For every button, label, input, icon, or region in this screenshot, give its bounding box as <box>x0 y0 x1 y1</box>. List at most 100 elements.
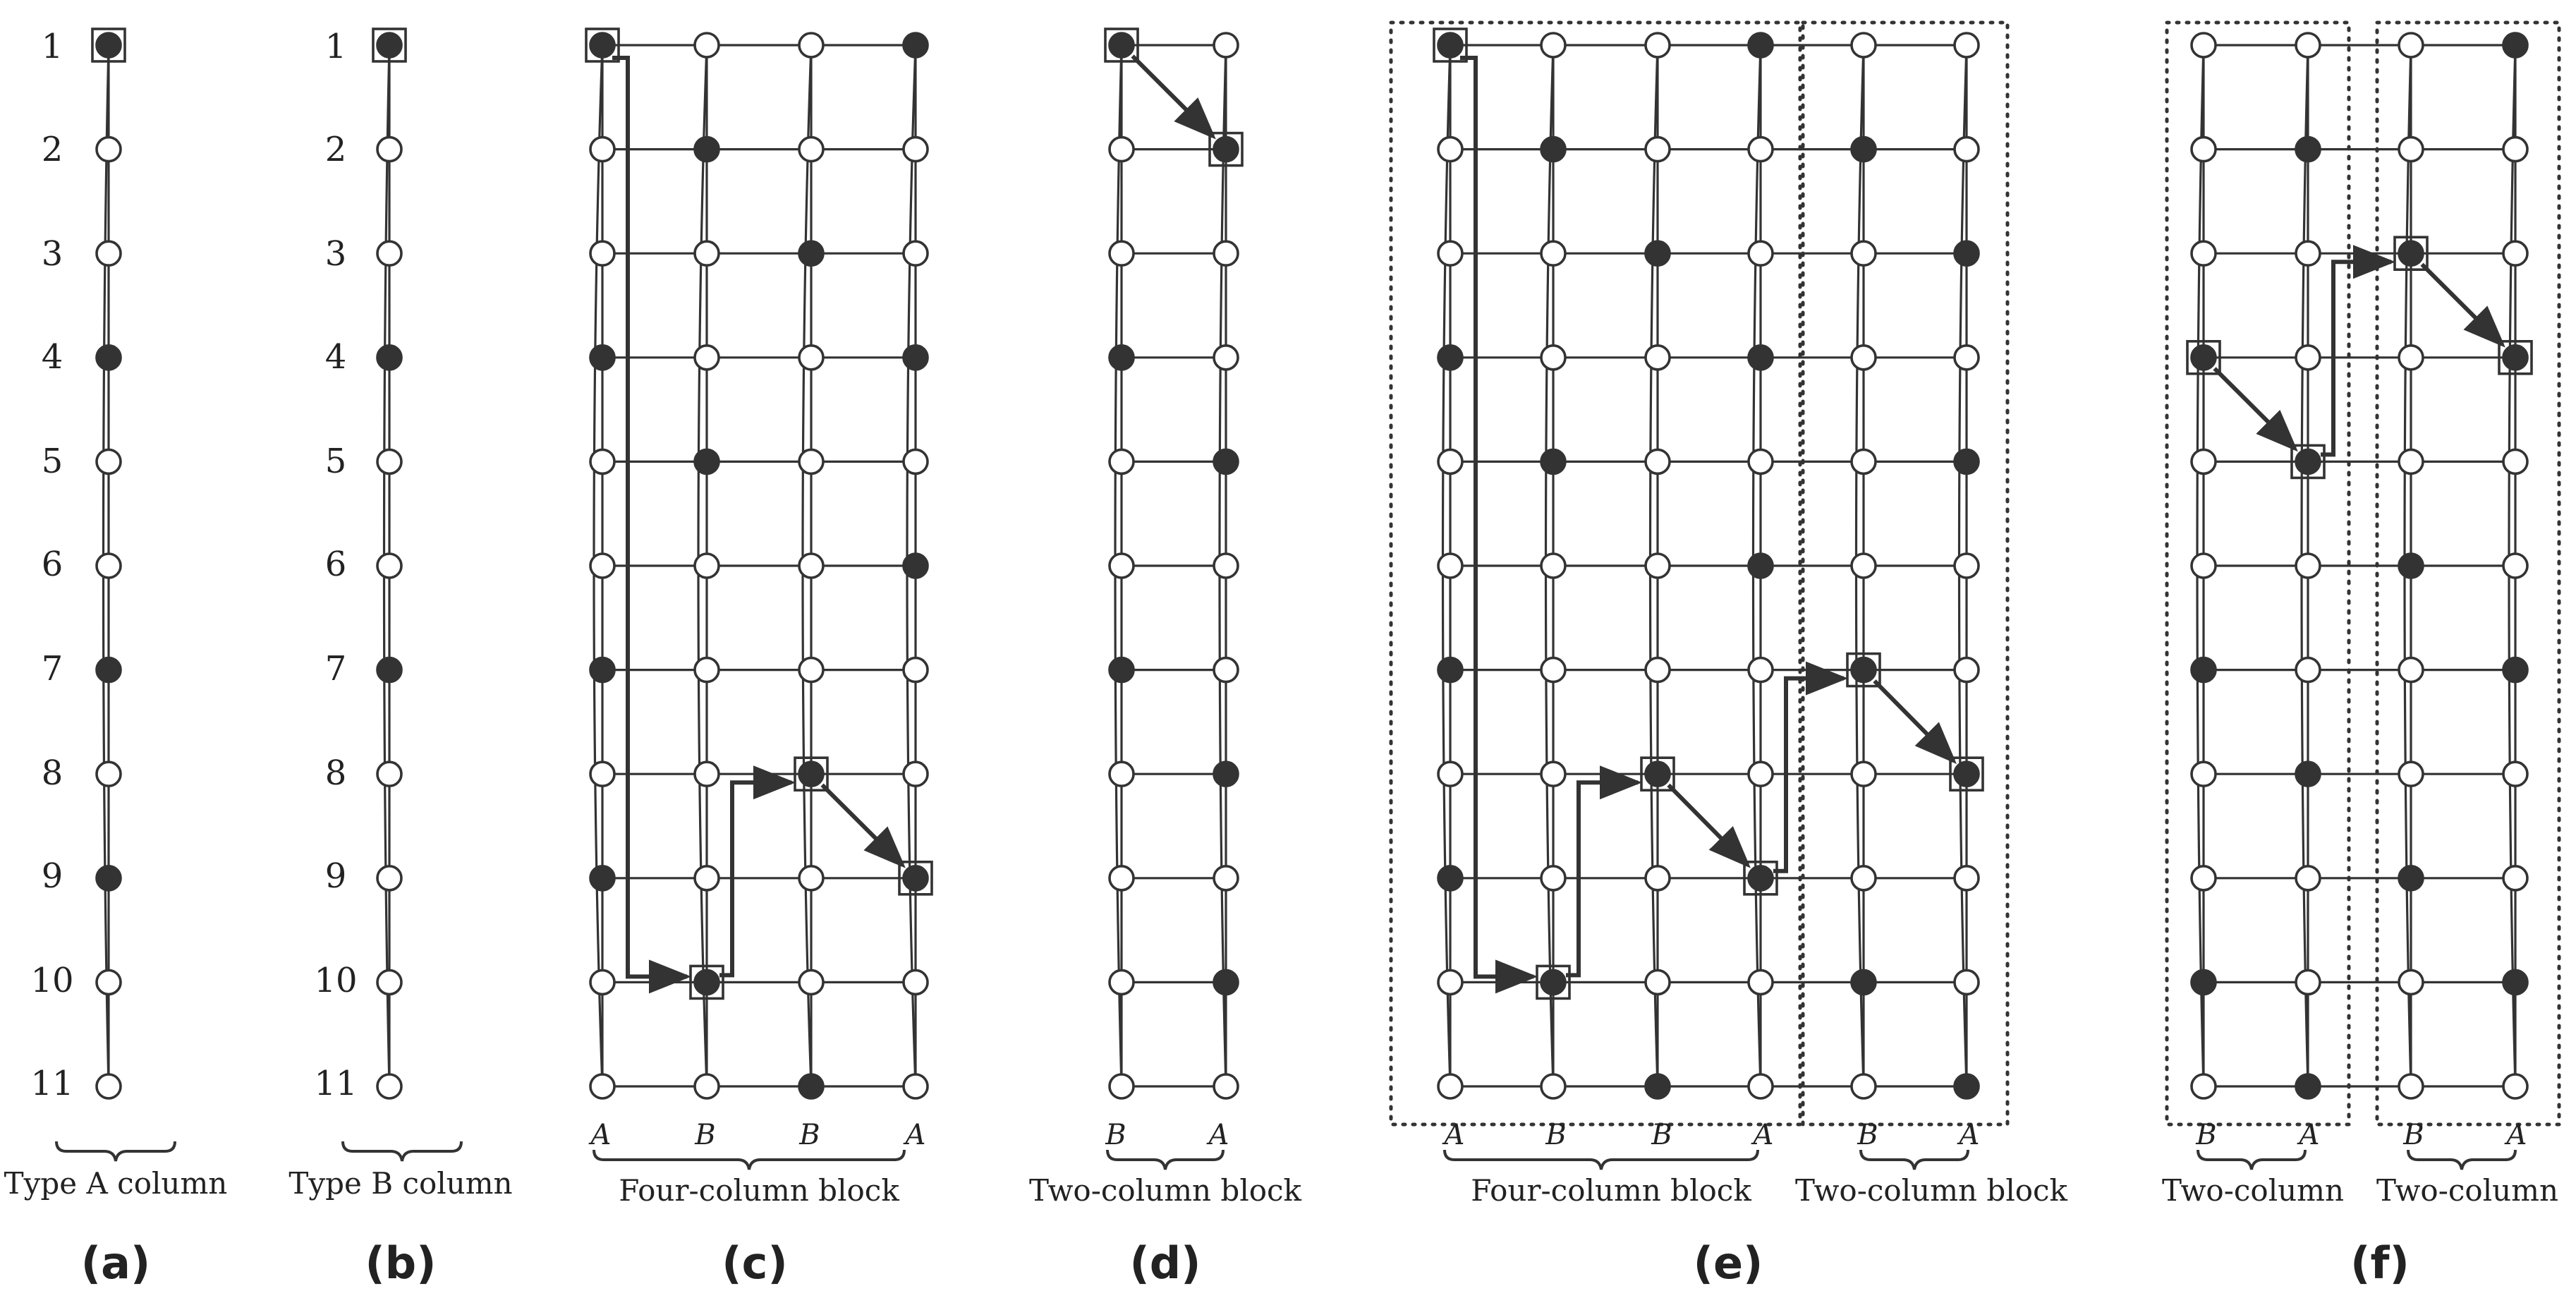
open-node <box>589 240 616 267</box>
open-node <box>2398 32 2424 59</box>
open-node <box>798 344 825 371</box>
panel-label-a: (a) <box>81 1237 151 1289</box>
column-type-label: B <box>798 1119 820 1151</box>
highlight-box <box>2393 236 2429 272</box>
open-node <box>95 760 122 787</box>
open-node <box>1437 1073 1464 1100</box>
caption-two-column-block: Two-column block <box>1029 1173 1302 1208</box>
filled-node <box>693 969 720 996</box>
open-node <box>798 32 825 59</box>
six-column-diagram-e <box>1433 28 1984 1100</box>
open-node <box>1644 552 1671 579</box>
open-node <box>589 1073 616 1100</box>
open-node <box>2295 656 2321 684</box>
filled-node <box>902 552 929 579</box>
open-node <box>902 656 929 684</box>
row-label: 7 <box>325 649 347 689</box>
open-node <box>1850 240 1877 267</box>
open-node <box>2398 760 2424 787</box>
filled-node <box>376 32 403 59</box>
panel-label-c: (c) <box>722 1237 787 1289</box>
filled-node <box>95 656 122 684</box>
open-node <box>1540 344 1567 371</box>
dotted-block-outline <box>1801 20 2010 1127</box>
caption-brace <box>2197 1149 2307 1170</box>
row-label: 7 <box>42 649 63 689</box>
path-arrow <box>1873 679 1957 764</box>
panel-label-f: (f) <box>2350 1237 2410 1289</box>
column-type-label: A <box>2504 1119 2527 1151</box>
filled-node <box>2502 344 2529 371</box>
filled-node <box>1108 344 1135 371</box>
column-type-label: B <box>1545 1119 1566 1151</box>
open-node <box>1747 1073 1774 1100</box>
filled-node <box>1437 32 1464 59</box>
filled-node <box>2190 656 2217 684</box>
open-node <box>798 552 825 579</box>
open-node <box>798 448 825 475</box>
open-node <box>693 552 720 579</box>
column-type-label: A <box>1442 1119 1465 1151</box>
filled-node <box>1850 969 1877 996</box>
filled-node <box>1540 135 1567 163</box>
highlight-box <box>2186 339 2221 375</box>
open-node <box>1850 448 1877 475</box>
row-label: 11 <box>314 1064 357 1103</box>
filled-node <box>1108 32 1135 59</box>
column-type-label: B <box>1651 1119 1672 1151</box>
open-node <box>1644 344 1671 371</box>
open-node <box>693 865 720 892</box>
open-node <box>1213 656 1239 684</box>
open-node <box>693 344 720 371</box>
row-label: 4 <box>325 337 347 377</box>
open-node <box>1644 656 1671 684</box>
path-arrow <box>1773 661 1848 873</box>
open-node <box>2295 552 2321 579</box>
open-node <box>1108 552 1135 579</box>
open-node <box>1213 865 1239 892</box>
open-node <box>1644 448 1671 475</box>
open-node <box>2190 135 2217 163</box>
path-arrow <box>2420 262 2505 348</box>
open-node <box>95 135 122 163</box>
open-node <box>1213 32 1239 59</box>
open-node <box>693 240 720 267</box>
open-node <box>1540 656 1567 684</box>
row-label: 5 <box>42 442 63 481</box>
open-node <box>1850 1073 1877 1100</box>
open-node <box>1644 865 1671 892</box>
open-node <box>1953 656 1980 684</box>
highlight-box <box>1433 28 1468 63</box>
column-type-label: A <box>2297 1119 2320 1151</box>
open-node <box>1747 969 1774 996</box>
open-node <box>1437 552 1464 579</box>
row-label: 4 <box>42 337 63 377</box>
caption-brace <box>1443 1149 1759 1170</box>
open-node <box>2502 1073 2529 1100</box>
filled-node <box>2502 32 2529 59</box>
open-node <box>1953 344 1980 371</box>
column-type-label: A <box>588 1119 612 1151</box>
open-node <box>376 448 403 475</box>
filled-node <box>1953 240 1980 267</box>
filled-node <box>1850 656 1877 684</box>
open-node <box>693 656 720 684</box>
column-type-labels-c: A B B A <box>588 1119 926 1151</box>
highlight-box <box>1743 861 1778 896</box>
open-node <box>1850 344 1877 371</box>
open-node <box>902 969 929 996</box>
open-node <box>376 135 403 163</box>
open-node <box>1850 32 1877 59</box>
open-node <box>2398 448 2424 475</box>
filled-node <box>1747 344 1774 371</box>
open-node <box>1213 552 1239 579</box>
open-node <box>376 240 403 267</box>
open-node <box>1437 240 1464 267</box>
highlight-box <box>2290 444 2326 480</box>
open-node <box>1213 344 1239 371</box>
two-two-column-diagram-f <box>2186 32 2533 1100</box>
open-node <box>95 448 122 475</box>
column-type-label: B <box>1857 1119 1878 1151</box>
path-arrow <box>2213 367 2298 452</box>
highlight-box <box>2498 339 2533 375</box>
